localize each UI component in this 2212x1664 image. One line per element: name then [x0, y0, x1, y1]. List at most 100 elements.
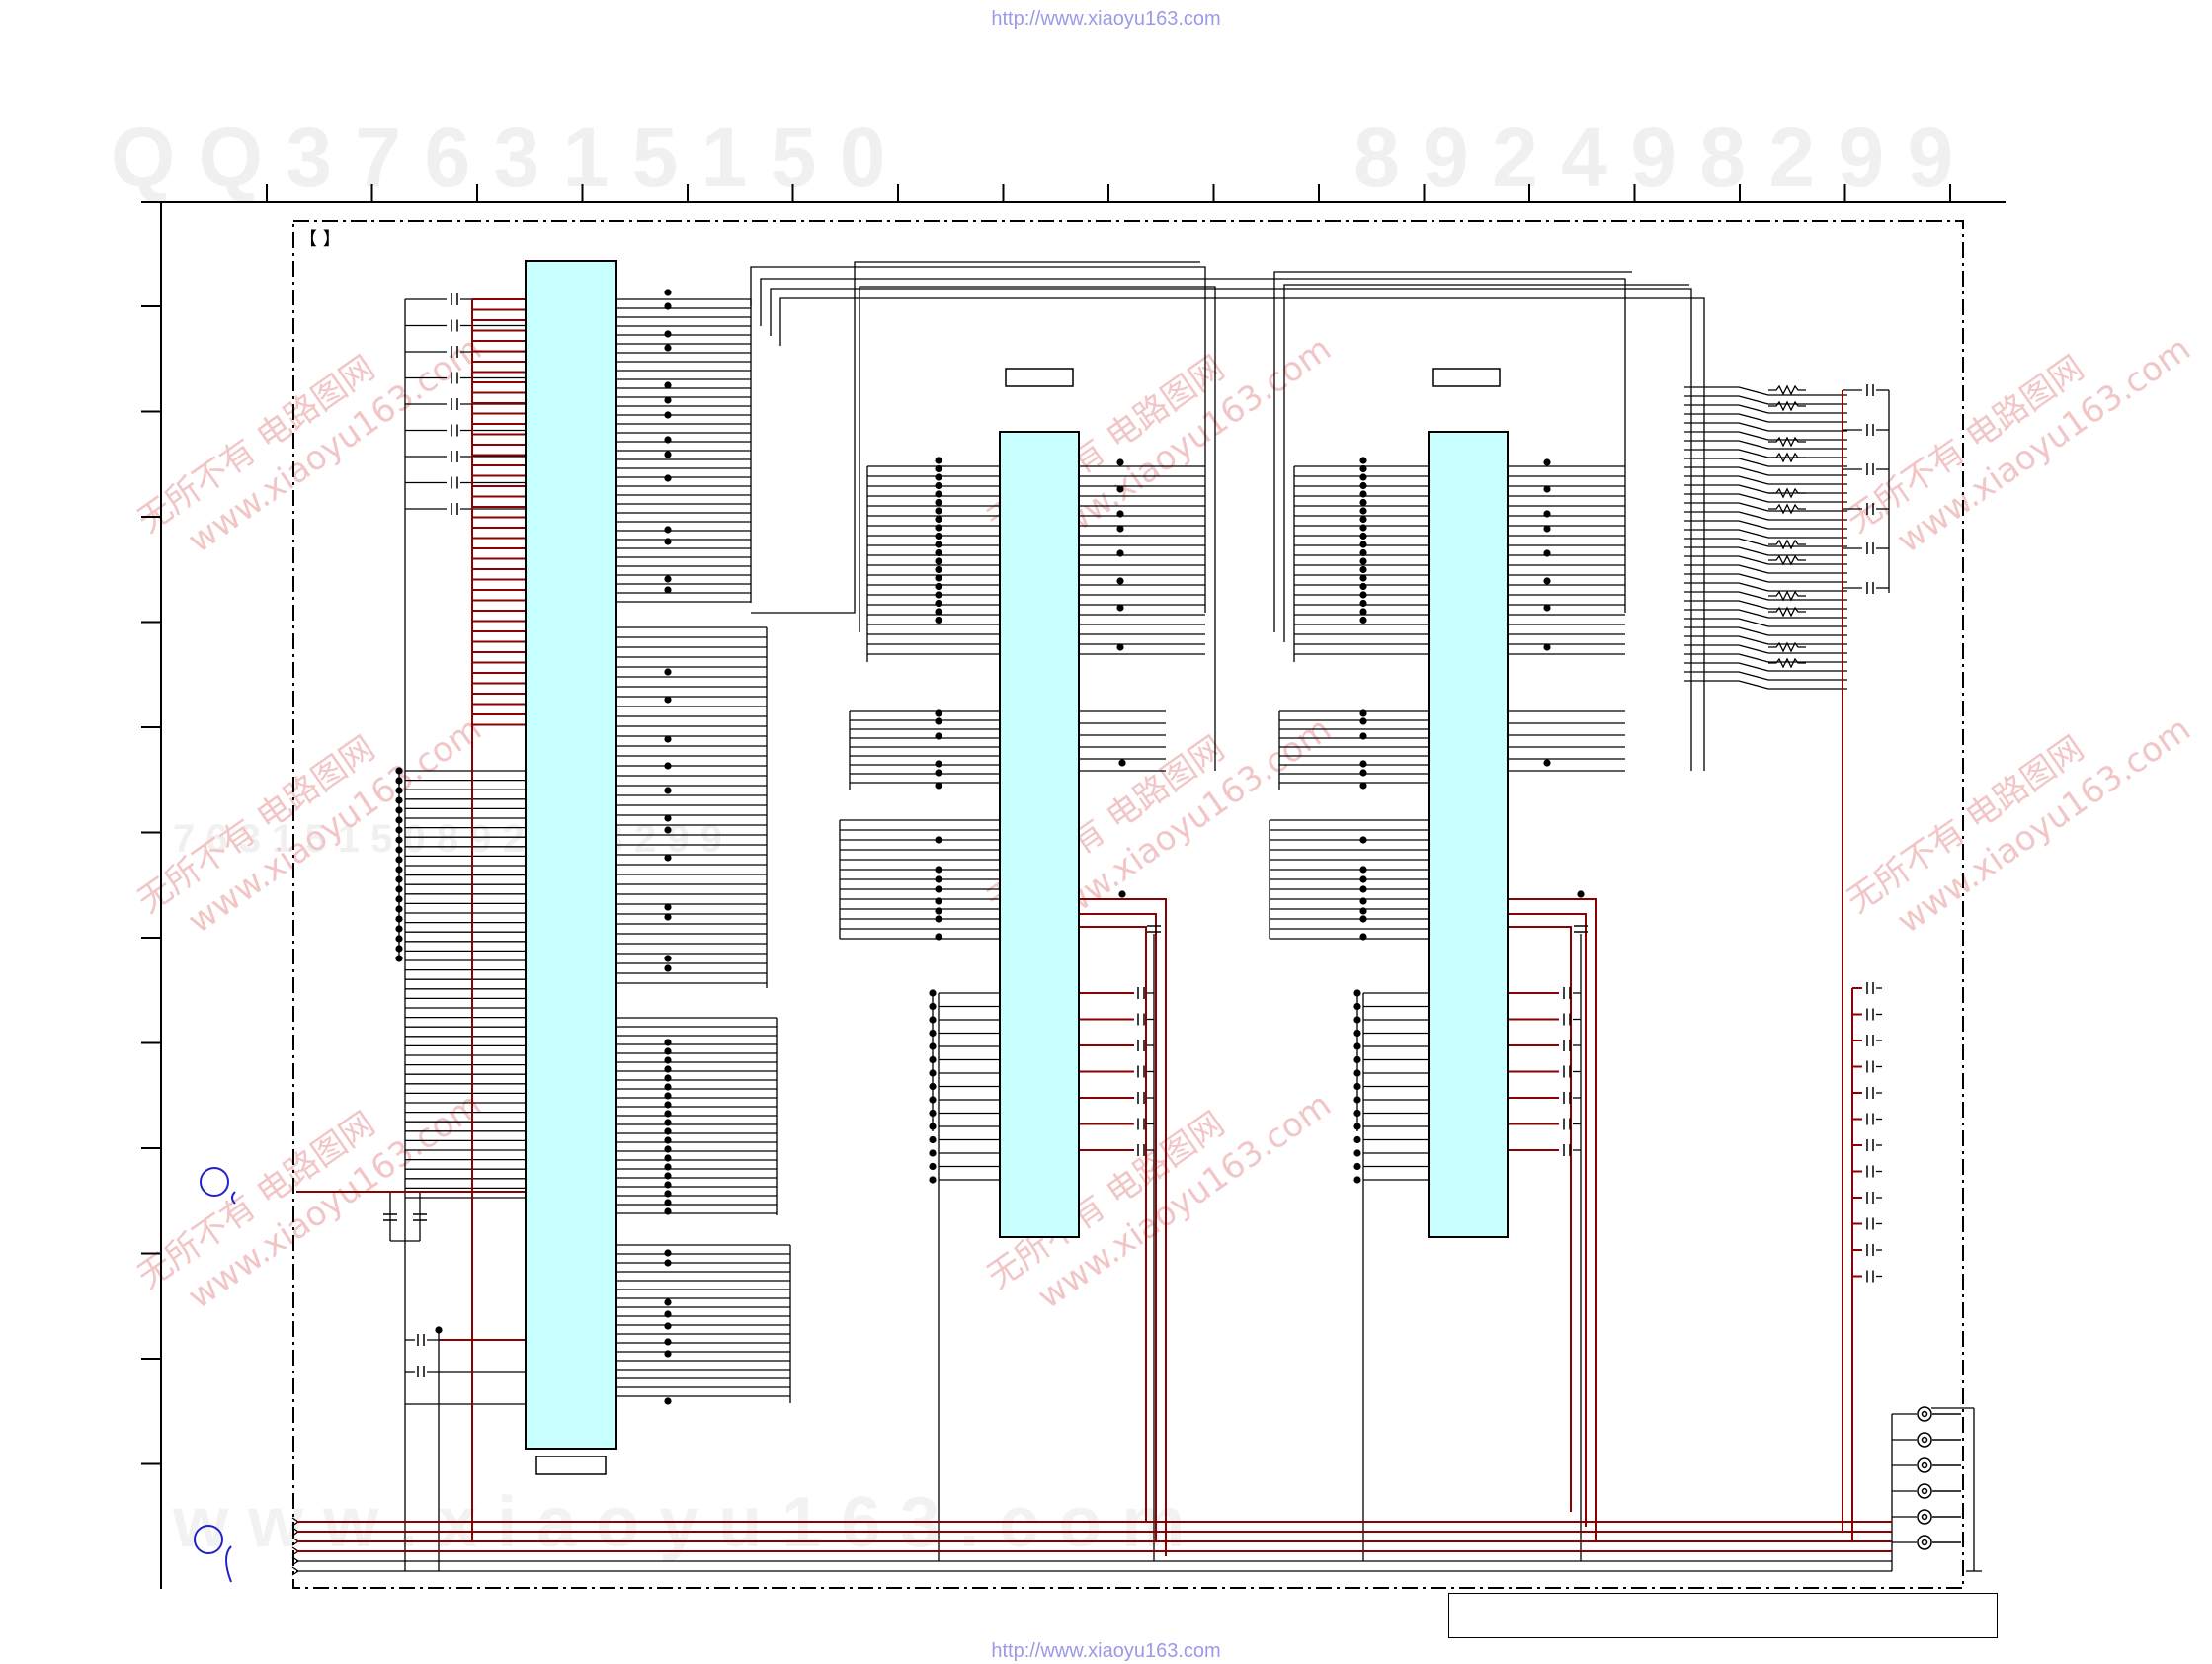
middle-watermark: 7 6 3 1 5 1 5 0 8 9 2 4 9 8 2 9 9	[173, 817, 722, 861]
junction-dot	[935, 599, 942, 608]
connector-jack	[1917, 1509, 1932, 1525]
resistor-trace	[1684, 466, 1847, 476]
junction-dot	[1359, 582, 1367, 591]
bus-trace	[779, 297, 1705, 771]
junction-dot	[1353, 1109, 1361, 1118]
junction-dot	[1543, 458, 1551, 466]
junction-dot	[935, 541, 942, 548]
junction-dot	[395, 777, 403, 785]
junction-dot	[395, 806, 403, 814]
resistor-trace	[1684, 395, 1847, 405]
junction-dot	[935, 616, 942, 624]
junction-dot	[1353, 1135, 1361, 1144]
junction-dot	[395, 955, 403, 962]
resistor-trace	[1684, 653, 1847, 663]
header-watermark-right: 8 9 2 4 9 8 2 9 9	[1353, 111, 1953, 204]
junction-dot	[664, 1065, 672, 1073]
junction-dot	[664, 289, 672, 296]
junction-dot	[1353, 1096, 1361, 1104]
ic-memory-1-label-box	[1005, 368, 1074, 387]
junction-dot	[664, 696, 672, 704]
junction-dot	[935, 507, 942, 515]
resistor-trace	[1684, 475, 1847, 485]
frame-rulers	[141, 184, 2006, 1589]
junction-dot	[395, 866, 403, 874]
junction-dot	[935, 836, 942, 844]
bus-trace	[760, 278, 1626, 613]
resistor-trace	[1684, 529, 1847, 539]
junction-dot	[1116, 577, 1124, 585]
resistor	[1768, 657, 1806, 669]
junction-dot	[1353, 1042, 1361, 1050]
resistor-trace	[1684, 564, 1847, 574]
junction-dot	[1353, 1082, 1361, 1091]
junction-dot	[395, 796, 403, 804]
test-point-upper	[200, 1167, 229, 1197]
power-trace	[1079, 898, 1167, 1556]
junction-dot	[1359, 885, 1367, 893]
junction-dot	[664, 1092, 672, 1100]
resistor	[1768, 554, 1806, 566]
ic-memory-1	[999, 431, 1080, 1238]
bus-trace	[770, 288, 1692, 771]
junction-dot	[1543, 577, 1551, 585]
junction-dot	[1116, 525, 1124, 533]
junction-dot	[1359, 875, 1367, 883]
junction-dot	[935, 732, 942, 740]
junction-dot	[395, 767, 403, 775]
junction-dot	[929, 1069, 937, 1077]
resistor-trace	[1684, 591, 1847, 601]
junction-dot	[1359, 599, 1367, 608]
junction-dot	[1353, 1176, 1361, 1184]
junction-dot	[1359, 915, 1367, 923]
junction-dot	[935, 557, 942, 565]
resistor-trace	[1684, 493, 1847, 503]
resistor-trace	[1684, 680, 1847, 690]
junction-dot	[395, 905, 403, 913]
junction-dot	[395, 856, 403, 864]
junction-dots	[395, 289, 1585, 1405]
board-boundary	[292, 220, 1964, 1589]
junction-dot	[664, 1397, 672, 1405]
junction-dot	[664, 538, 672, 545]
junction-dot	[935, 481, 942, 490]
junction-dot	[664, 474, 672, 482]
resistor-trace	[1684, 662, 1847, 672]
junction-dot	[664, 854, 672, 862]
junction-dot	[664, 381, 672, 389]
junction-dot	[1359, 565, 1367, 574]
junction-dot	[929, 1096, 937, 1104]
junction-dot	[1359, 760, 1367, 768]
resistor	[1768, 400, 1806, 412]
junction-dot	[1116, 604, 1124, 612]
junction-dot	[935, 498, 942, 507]
resistor-trace	[1684, 422, 1847, 432]
junction-dot	[1359, 507, 1367, 515]
junction-dot	[664, 451, 672, 458]
test-point-marks	[194, 1167, 236, 1583]
junction-dot	[1353, 1123, 1361, 1130]
junction-dot	[395, 895, 403, 903]
connector-jack	[1917, 1432, 1932, 1448]
junction-dot	[935, 532, 942, 541]
connector-jack-pin	[1921, 1461, 1928, 1469]
left-ruler-ticks	[141, 305, 161, 1465]
junction-dot	[1116, 510, 1124, 518]
junction-dot	[1116, 485, 1124, 493]
junction-dot	[929, 1135, 937, 1144]
ic-main-label-box	[535, 1456, 607, 1475]
junction-dot	[1359, 591, 1367, 599]
resistor-trace	[1684, 404, 1847, 414]
junction-dot	[935, 490, 942, 498]
bus-trace	[751, 261, 1200, 614]
junction-dot	[664, 1127, 672, 1135]
junction-dot	[664, 1163, 672, 1171]
ic-memory-2	[1428, 431, 1509, 1238]
junction-dot	[664, 575, 672, 583]
connector-jack-pin	[1921, 1487, 1928, 1495]
junction-dot	[1359, 524, 1367, 532]
junction-dot	[664, 787, 672, 794]
connector-jack-pin	[1921, 1436, 1928, 1444]
junction-dot	[929, 989, 937, 997]
junction-dot	[664, 1338, 672, 1346]
